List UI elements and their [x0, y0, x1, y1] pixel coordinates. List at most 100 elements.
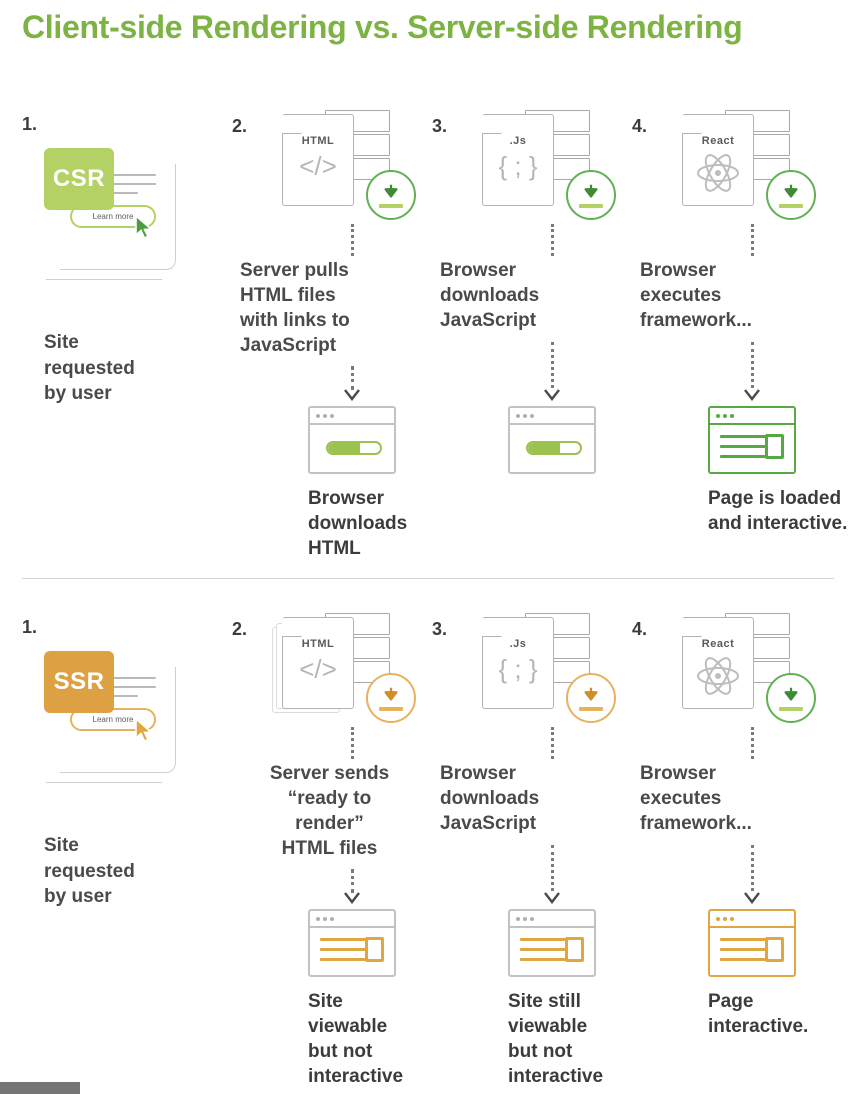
site-card: Learn more [46, 661, 176, 783]
react-document-icon: React [670, 611, 816, 726]
ssr-badge: SSR [44, 651, 114, 713]
connector-dotted [751, 342, 754, 388]
browser-window-mock [308, 406, 396, 474]
connector-dotted [551, 845, 554, 891]
window-dot-icon [523, 916, 527, 921]
download-arrow-icon [784, 687, 798, 701]
download-badge-green-icon [766, 673, 816, 723]
window-dot-icon [716, 413, 720, 418]
html-document-icon: HTML </> [270, 611, 416, 726]
html-document-icon: HTML </> [270, 108, 416, 223]
step-result-text: Site still viewable but not interactive [508, 991, 604, 1088]
document-sheet: HTML </> [282, 114, 354, 206]
connector-dotted [551, 727, 554, 759]
row-divider [22, 578, 834, 579]
download-badge-green-icon [566, 170, 616, 220]
connector-dotted [351, 366, 354, 390]
step-description: Browser executes framework... [640, 260, 752, 332]
download-baseline-icon [779, 706, 803, 711]
window-dot-icon [716, 916, 720, 921]
download-baseline-icon [379, 203, 403, 208]
csr-badge-block: CSR [44, 148, 114, 210]
page-content-box [765, 434, 784, 459]
step-number: 1. [22, 114, 38, 134]
card-back-layer [60, 164, 176, 270]
arrow-down-icon [743, 891, 761, 905]
code-glyph-icon: </> [299, 654, 337, 684]
document-sheet: React [682, 617, 754, 709]
window-dot-icon [523, 413, 527, 418]
document-label: .Js [509, 638, 527, 650]
csr-row: 1. CSR Learn more Site requested by user [0, 108, 858, 578]
window-dot-icon [330, 916, 334, 921]
step-description: Server sends “ready to render” HTML file… [269, 763, 390, 860]
download-baseline-icon [579, 706, 603, 711]
page-fold-icon [682, 114, 702, 134]
browser-window-mock [308, 909, 396, 977]
window-dot-icon [530, 916, 534, 921]
arrow-down-icon [743, 388, 761, 402]
card-front-layer [46, 677, 162, 783]
document-label: HTML [301, 638, 335, 650]
step-result-text: Browser downloads HTML [308, 488, 408, 560]
step-description: Browser downloads JavaScript [440, 260, 540, 332]
text-line-icon [80, 686, 156, 688]
page-content-lines [320, 938, 366, 968]
window-dot-icon [323, 413, 327, 418]
step-result-text: Site viewable but not interactive [308, 991, 404, 1088]
document-sheet: React [682, 114, 754, 206]
window-dot-icon [330, 413, 334, 418]
step-description: Server pulls HTML files with links to Ja… [240, 260, 350, 357]
arrow-down-icon [543, 891, 561, 905]
step-number: 2. [232, 619, 248, 639]
react-atom-icon [696, 656, 740, 701]
step-caption: Site requested by user [44, 332, 135, 405]
step-description: Browser downloads JavaScript [440, 763, 540, 835]
text-line-icon [80, 183, 156, 185]
connector-dotted [351, 869, 354, 893]
download-badge-green-icon [766, 170, 816, 220]
step-number: 1. [22, 617, 38, 637]
card-front-layer [46, 174, 162, 280]
download-arrow-icon [384, 687, 398, 701]
download-arrow-icon [384, 184, 398, 198]
braces-glyph-icon: { ; } [498, 654, 538, 684]
step-number: 4. [632, 619, 648, 639]
document-sheet: .Js { ; } [482, 114, 554, 206]
step-result-text: Page interactive. [708, 991, 809, 1038]
connector-dotted [751, 727, 754, 759]
document-sheet: .Js { ; } [482, 617, 554, 709]
page-content-lines [520, 938, 566, 968]
document-label: HTML [301, 135, 335, 147]
connector-dotted [351, 727, 354, 759]
window-dot-icon [723, 413, 727, 418]
javascript-document-icon: .Js { ; } [470, 611, 616, 726]
step-number: 3. [432, 619, 448, 639]
site-card: Learn more [46, 158, 176, 280]
progress-bar [326, 441, 382, 455]
window-dot-icon [316, 916, 320, 921]
browser-window-mock [508, 406, 596, 474]
braces-glyph-icon: { ; } [498, 151, 538, 181]
step-caption: Site requested by user [44, 835, 135, 908]
document-label: React [701, 638, 735, 650]
window-dot-icon [316, 413, 320, 418]
window-dot-icon [730, 413, 734, 418]
page-content-lines [720, 435, 766, 465]
step-number: 2. [232, 116, 248, 136]
document-sheet: HTML </> [282, 617, 354, 709]
connector-dotted [751, 845, 754, 891]
download-baseline-icon [379, 706, 403, 711]
page-fold-icon [282, 617, 302, 637]
arrow-down-icon [343, 891, 361, 905]
text-line-icon [80, 174, 156, 176]
browser-titlebar [710, 911, 794, 928]
browser-titlebar [510, 408, 594, 425]
code-glyph-icon: </> [299, 151, 337, 181]
connector-dotted [551, 224, 554, 256]
connector-dotted [551, 342, 554, 388]
cursor-icon [134, 214, 156, 241]
csr-badge: CSR [44, 148, 114, 210]
ssr-row: 1. SSR Learn more Site requested by user [0, 611, 858, 1094]
